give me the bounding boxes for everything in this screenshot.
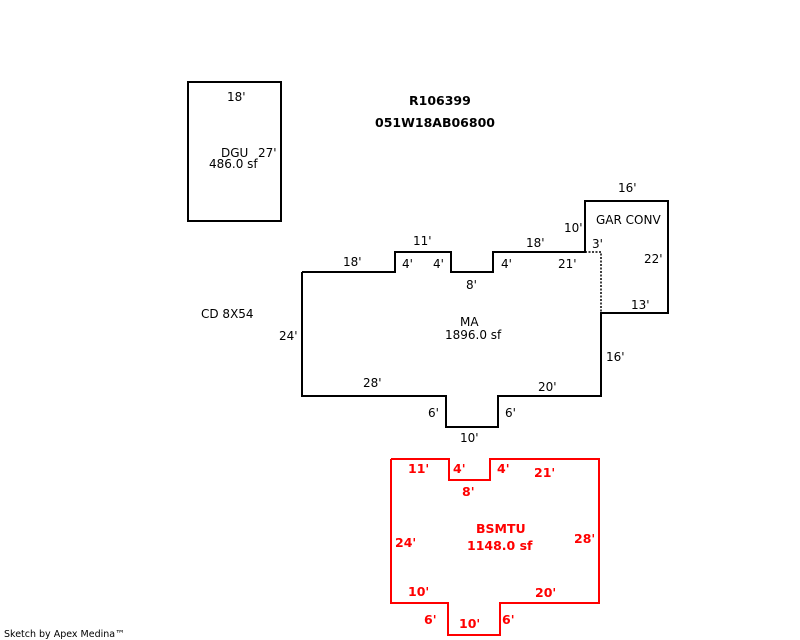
ma-label: MA [460,315,479,329]
bsmt-dim: 24' [395,535,416,550]
bsmt-dim: 11' [408,461,429,476]
bsmt-dim: 8' [462,484,475,499]
cd-note: CD 8X54 [201,307,254,321]
ma-area: 1896.0 sf [445,328,502,342]
bsmt-dim: 28' [574,531,595,546]
ma-dim: 3' [592,237,603,251]
map-number: 051W18AB06800 [375,115,495,130]
ma-dim: 28' [363,376,382,390]
ma-dim: 16' [606,350,625,364]
bsmt-dim: 10' [459,616,480,631]
bsmt-dim: 6' [424,612,437,627]
ma-dim: 6' [505,406,516,420]
ma-dim: 21' [558,257,577,271]
bsmt-area: 1148.0 sf [467,538,533,553]
garage-divider [585,251,602,313]
bsmt-dim: 20' [535,585,556,600]
ma-dim: 8' [466,278,477,292]
ma-dim: 10' [564,221,583,235]
dgu-outline [187,81,282,222]
footer-credit: Sketch by Apex Medina™ [4,629,125,640]
bsmt-dim: 6' [502,612,515,627]
garage-label: GAR CONV [596,213,661,227]
parcel-id: R106399 [409,93,471,108]
garage-dim: 22' [644,252,663,266]
ma-dim: 4' [402,257,413,271]
bsmt-dim: 10' [408,584,429,599]
dgu-top-dim: 18' [227,90,246,104]
basement-outline [390,458,600,636]
dgu-side-dim: 27' [258,146,277,160]
ma-dim: 18' [526,236,545,250]
ma-dim: 10' [460,431,479,445]
garage-dim: 13' [631,298,650,312]
main-area-outline [301,200,669,428]
ma-dim: 4' [501,257,512,271]
bsmt-dim: 4' [453,461,466,476]
garage-dim: 16' [618,181,637,195]
ma-dim: 18' [343,255,362,269]
dgu-label: DGU [221,146,248,160]
ma-dim: 20' [538,380,557,394]
bsmt-dim: 4' [497,461,510,476]
bsmt-dim: 21' [534,465,555,480]
ma-dim: 4' [433,257,444,271]
dgu-area: 486.0 sf [209,157,258,171]
ma-dim: 6' [428,406,439,420]
bsmt-label: BSMTU [476,521,526,536]
ma-dim: 24' [279,329,298,343]
ma-dim: 11' [413,234,432,248]
